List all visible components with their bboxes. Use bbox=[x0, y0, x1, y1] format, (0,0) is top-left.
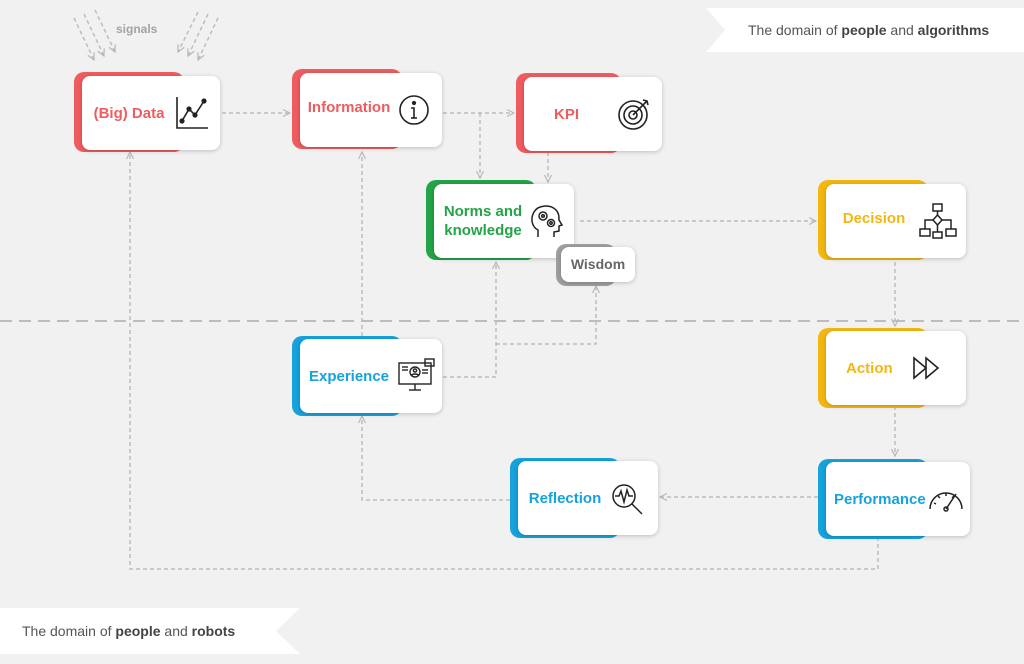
edge-experience-norms bbox=[443, 262, 496, 378]
speedometer-icon bbox=[926, 479, 966, 519]
brain-gears-icon bbox=[526, 201, 566, 241]
node-label: Experience bbox=[308, 367, 390, 385]
banner-prefix: The domain of bbox=[748, 22, 842, 38]
signal-arrow bbox=[94, 9, 115, 52]
node-label: Performance bbox=[834, 490, 926, 508]
node-action: Action bbox=[818, 328, 968, 408]
signals-label: signals bbox=[116, 22, 158, 36]
banner-robots: The domain of people and robots bbox=[0, 608, 300, 654]
signal-arrow bbox=[188, 13, 209, 56]
node-experience: Experience bbox=[292, 336, 442, 418]
banner-prefix: The domain of bbox=[22, 623, 116, 639]
target-icon bbox=[614, 94, 654, 134]
node-label: KPI bbox=[554, 105, 580, 123]
signal-arrow bbox=[73, 17, 94, 60]
node-label: Wisdom bbox=[570, 256, 626, 272]
node-label: Decision bbox=[842, 209, 906, 227]
edge-reflection-experience bbox=[362, 416, 510, 501]
node-information: Information bbox=[292, 69, 442, 151]
node-norms-knowledge: Norms and knowledge bbox=[426, 180, 576, 262]
magnifier-pulse-icon bbox=[608, 478, 648, 518]
signal-arrow bbox=[177, 11, 199, 52]
node-performance: Performance bbox=[818, 459, 970, 539]
node-decision: Decision bbox=[818, 180, 968, 262]
edge-experience-wisdom bbox=[496, 286, 596, 345]
banner-mid: and bbox=[886, 22, 918, 38]
fast-forward-icon bbox=[908, 348, 948, 388]
node-label: Reflection bbox=[528, 489, 602, 507]
node-label: Norms and knowledge bbox=[443, 203, 523, 239]
banner-bold-2: algorithms bbox=[917, 22, 990, 38]
banner-bold-2: robots bbox=[191, 623, 236, 639]
info-icon bbox=[394, 90, 434, 130]
node-label: Information bbox=[307, 98, 391, 116]
banner-bold-1: people bbox=[115, 623, 161, 639]
node-big-data: (Big) Data bbox=[74, 72, 224, 154]
node-label: Action bbox=[846, 359, 893, 377]
node-label: (Big) Data bbox=[93, 104, 165, 122]
edge-performance-data bbox=[130, 152, 879, 570]
banner-mid: and bbox=[160, 623, 192, 639]
node-wisdom: Wisdom bbox=[556, 244, 636, 286]
signal-arrow bbox=[83, 13, 104, 56]
node-kpi: KPI bbox=[516, 73, 666, 155]
banner-bold-1: people bbox=[841, 22, 887, 38]
banner-algorithms: The domain of people and algorithms bbox=[706, 8, 1024, 52]
signal-arrow bbox=[198, 17, 219, 60]
flowchart-icon bbox=[918, 201, 958, 241]
line-chart-icon bbox=[172, 93, 212, 133]
node-reflection: Reflection bbox=[510, 458, 660, 538]
monitor-user-icon bbox=[396, 356, 436, 396]
